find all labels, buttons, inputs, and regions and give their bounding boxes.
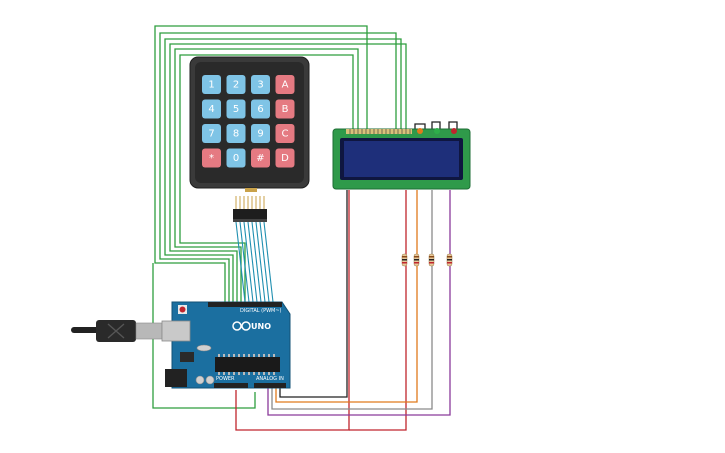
- keypad-key[interactable]: 4: [202, 99, 221, 119]
- keypad-key[interactable]: 1: [202, 75, 221, 94]
- keypad-key[interactable]: 6: [251, 99, 270, 119]
- lcd-led-red: [451, 128, 457, 134]
- wire-red-2: [349, 190, 407, 431]
- keypad-key[interactable]: #: [251, 148, 270, 168]
- keypad-key-face: [251, 75, 270, 94]
- capacitor: [195, 375, 205, 385]
- keypad-key[interactable]: D: [275, 148, 295, 168]
- capacitor: [205, 375, 215, 385]
- keypad-key[interactable]: *: [202, 148, 221, 168]
- keypad-key-face: [226, 99, 246, 119]
- digital-label: DIGITAL (PWM~): [240, 308, 282, 314]
- keypad-key-face: [202, 99, 221, 119]
- arduino-uno-board[interactable]: UNO DIGITAL (PWM~) POWER ANALOG IN: [161, 301, 291, 389]
- wire-lcd-loop: [414, 121, 458, 130]
- lcd-led-orange: [417, 128, 423, 134]
- atmega-chip: [215, 357, 280, 372]
- keypad-key-label: 3: [257, 80, 263, 91]
- keypad-key-face: [275, 124, 295, 143]
- keypad-key[interactable]: 9: [251, 124, 270, 143]
- keypad-ribbon-wires[interactable]: [235, 221, 274, 303]
- keypad-key-label: 2: [233, 80, 239, 91]
- keypad-key-face: [202, 75, 221, 94]
- green-wire-bundle[interactable]: [152, 25, 407, 409]
- keypad-key-label: *: [209, 153, 214, 164]
- resistor-1[interactable]: [401, 253, 408, 267]
- keypad-key-face: [202, 124, 221, 143]
- keypad-key[interactable]: C: [275, 124, 295, 143]
- usb-b-port: [161, 320, 191, 342]
- keypad-keys: 1 2 3 A 4 5 6 B 7 8 9 C * 0 # D: [202, 75, 295, 168]
- wire-green-1: [154, 25, 368, 302]
- lcd-pin-header: [346, 129, 412, 134]
- voltage-regulator: [180, 352, 194, 362]
- resistor-4[interactable]: [446, 253, 453, 267]
- keypad-key-label: 1: [208, 80, 214, 91]
- keypad-key-face: [275, 99, 295, 119]
- keypad-key[interactable]: A: [275, 75, 295, 94]
- keypad-key-label: 7: [208, 129, 214, 140]
- keypad-key-label: D: [281, 153, 289, 164]
- wire-purple: [267, 190, 451, 416]
- wire-orange: [275, 190, 418, 403]
- keypad-key-face: [226, 148, 246, 168]
- keypad-key-label: A: [282, 80, 289, 91]
- lcd-led-green: [434, 128, 440, 134]
- analog-header: [254, 383, 286, 388]
- keypad-4x4[interactable]: 1 2 3 A 4 5 6 B 7 8 9 C * 0 # D: [189, 56, 310, 189]
- keypad-key-label: 6: [257, 104, 263, 115]
- keypad-key-face: [251, 148, 270, 168]
- keypad-key-face: [275, 75, 295, 94]
- keypad-key[interactable]: 3: [251, 75, 270, 94]
- keypad-key-face: [275, 148, 295, 168]
- wire-green-2: [159, 32, 397, 302]
- resistor-2[interactable]: [413, 253, 420, 267]
- keypad-key[interactable]: 0: [226, 148, 246, 168]
- keypad-key-label: 0: [233, 153, 239, 164]
- keypad-key[interactable]: 7: [202, 124, 221, 143]
- arduino-infinity-logo: [232, 321, 251, 331]
- wire-green-6: [179, 54, 354, 302]
- keypad-key-label: #: [256, 153, 264, 164]
- keypad-key-label: C: [282, 129, 289, 140]
- keypad-key-face: [226, 124, 246, 143]
- power-header: [214, 383, 248, 388]
- keypad-key-label: 4: [208, 104, 214, 115]
- crystal: [196, 344, 212, 352]
- keypad-key[interactable]: 8: [226, 124, 246, 143]
- analog-label: ANALOG IN: [256, 376, 284, 382]
- lcd-wires[interactable]: [235, 121, 458, 431]
- keypad-key-label: B: [282, 104, 289, 115]
- wire-green-5: [174, 48, 359, 302]
- lcd-16x2[interactable]: [332, 128, 471, 190]
- digital-header: [208, 302, 282, 307]
- keypad-key-label: 8: [233, 129, 239, 140]
- keypad-key-face: [251, 99, 270, 119]
- keypad-key-face: [251, 124, 270, 143]
- wire-green-4: [169, 43, 407, 302]
- keypad-key-label: 9: [257, 129, 263, 140]
- keypad-key[interactable]: 2: [226, 75, 246, 94]
- wire-green-3: [164, 38, 402, 302]
- keypad-connector: [233, 188, 267, 222]
- keypad-key-label: 5: [233, 104, 239, 115]
- keypad-key-face: [202, 148, 221, 168]
- keypad-key-face: [226, 75, 246, 94]
- power-label: POWER: [216, 376, 235, 382]
- keypad-key[interactable]: 5: [226, 99, 246, 119]
- wire-red: [235, 190, 350, 431]
- keypad-key[interactable]: B: [275, 99, 295, 119]
- wire-gray: [271, 190, 433, 410]
- resistor-3[interactable]: [428, 253, 435, 267]
- power-jack: [165, 369, 187, 387]
- arduino-brand-label: UNO: [251, 322, 271, 331]
- usb-cable[interactable]: [71, 320, 163, 342]
